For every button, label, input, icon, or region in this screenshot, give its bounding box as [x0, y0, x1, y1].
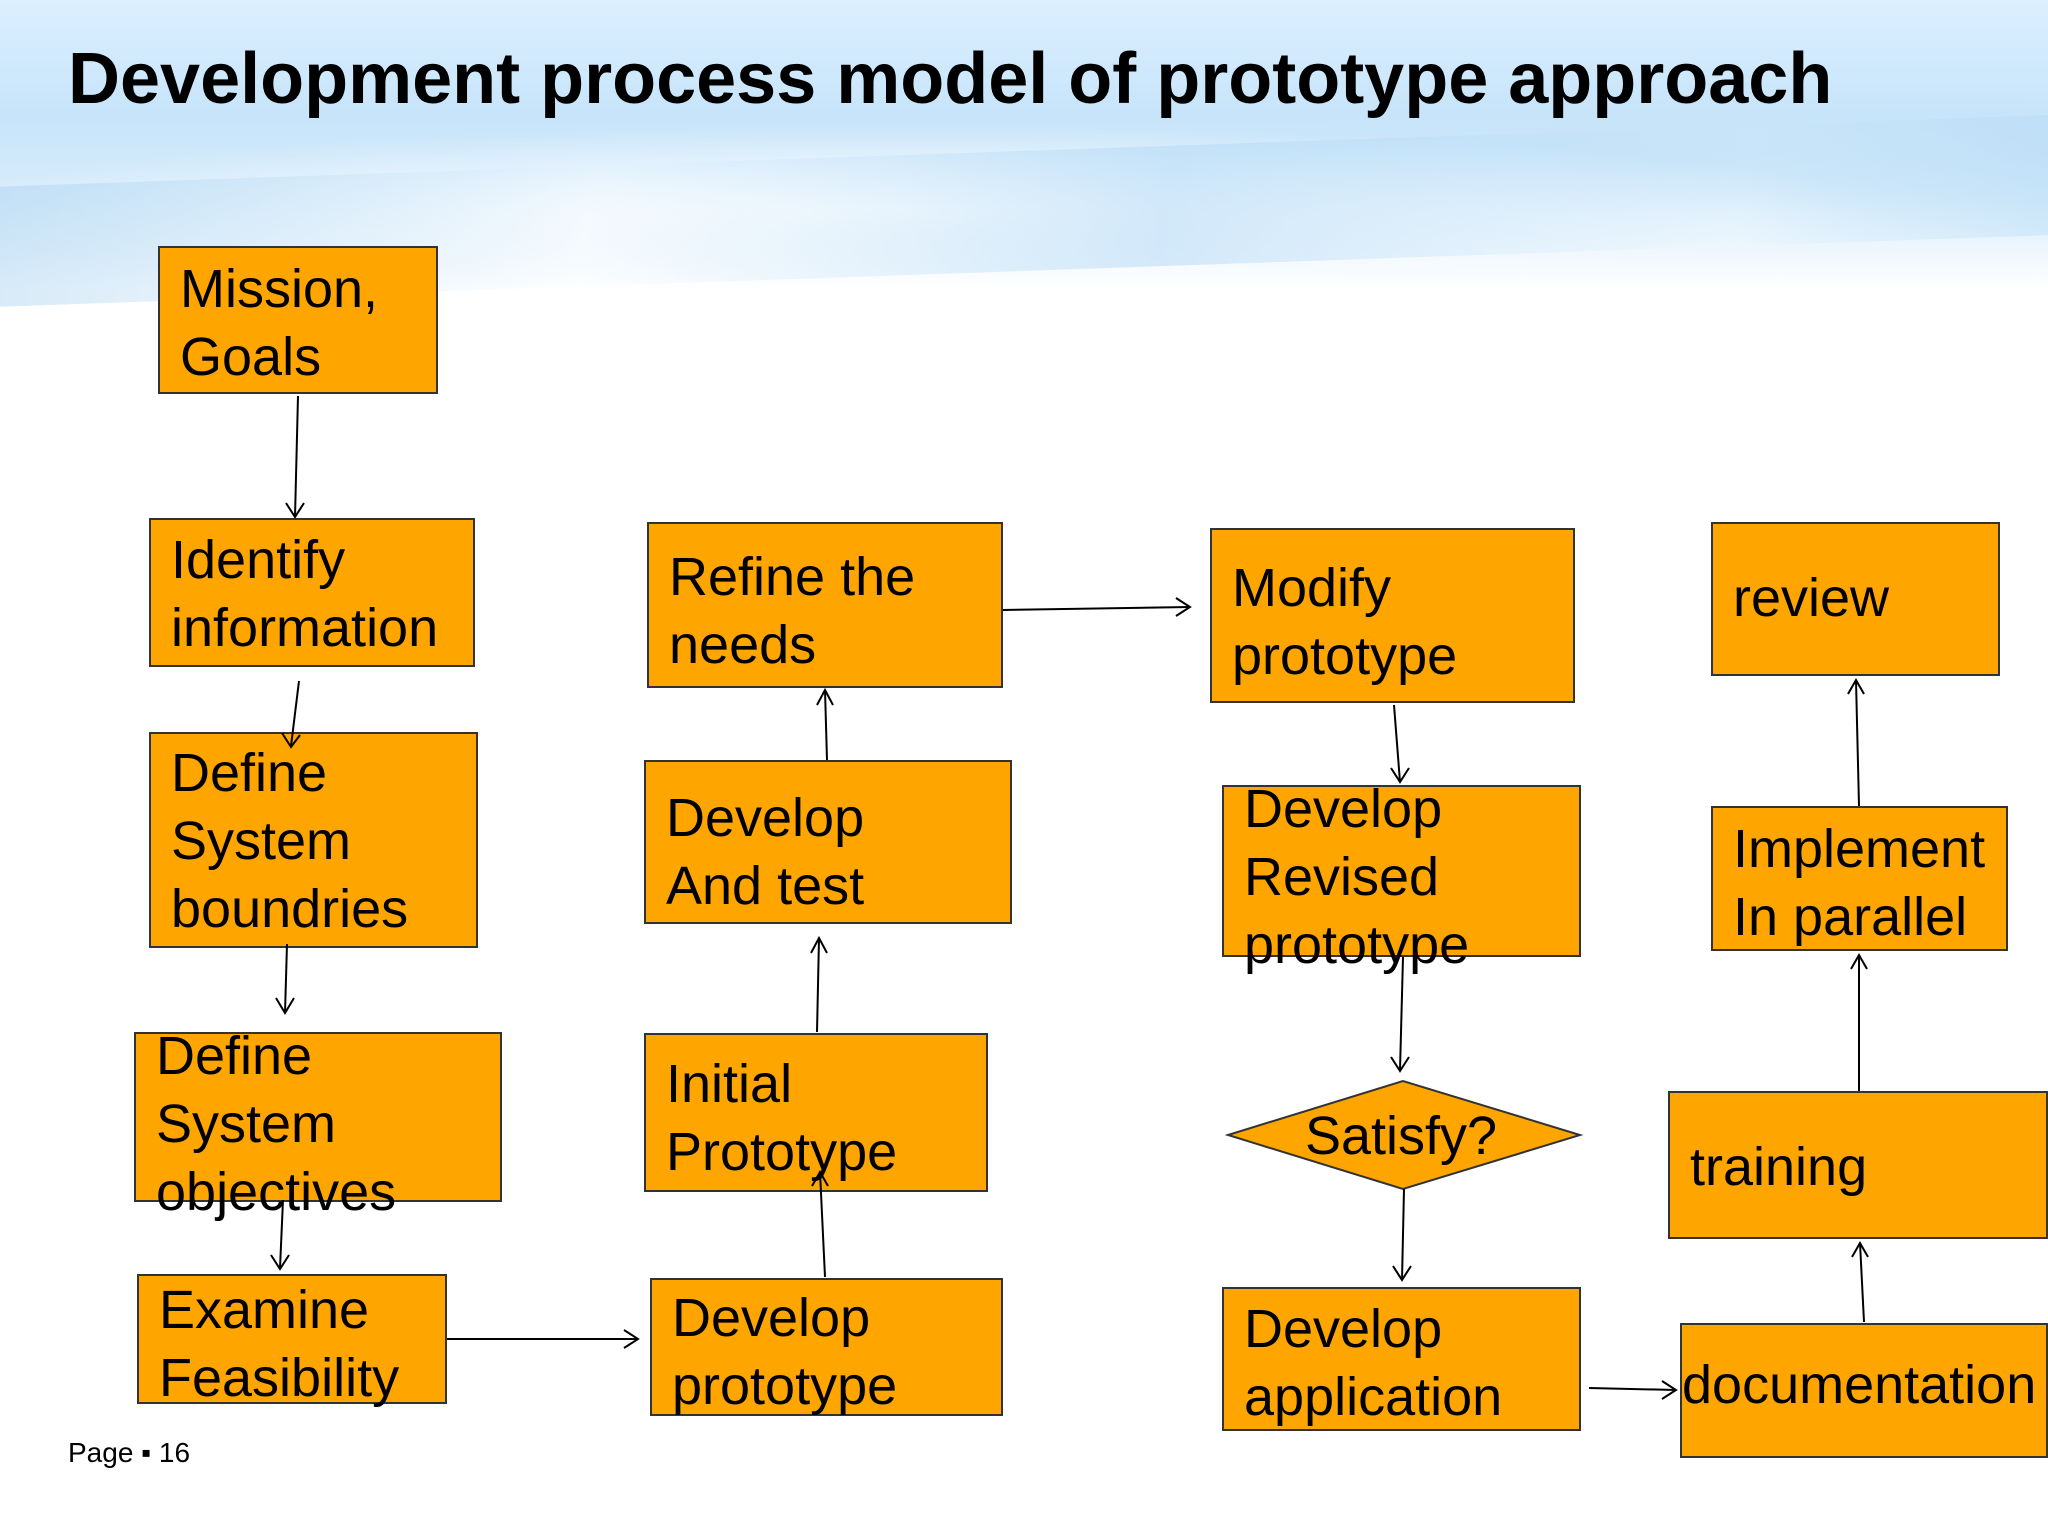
box-line: Develop	[666, 788, 865, 848]
box-line: System	[171, 811, 352, 871]
box-review: review	[1711, 522, 2000, 676]
box-line: Develop	[672, 1288, 871, 1348]
box-training: training	[1668, 1091, 2048, 1239]
arrow-lines	[270, 395, 1869, 1400]
box-line: prototype	[1232, 626, 1458, 686]
box-line: boundries	[171, 879, 409, 939]
box-develop-and-test: Develop And test	[644, 760, 1012, 924]
box-develop-revised-prototype: Develop Revised prototype	[1222, 779, 1581, 975]
page-number: Page ▪ 16	[68, 1437, 191, 1468]
box-line: prototype	[672, 1356, 898, 1416]
box-line: Mission,	[180, 259, 379, 319]
box-define-system-boundaries: Define System boundries	[149, 732, 478, 948]
box-line: In parallel	[1733, 887, 1968, 947]
box-line: System	[156, 1094, 337, 1154]
box-line: Define	[156, 1026, 313, 1086]
box-line: Refine the	[669, 547, 916, 607]
box-mission-goals: Mission, Goals	[158, 246, 438, 394]
box-line: And test	[666, 856, 865, 916]
box-line: Modify	[1232, 558, 1392, 618]
box-define-system-objectives: Define System objectives	[134, 1026, 502, 1222]
box-line: Prototype	[666, 1122, 898, 1182]
box-line: information	[171, 598, 439, 658]
box-line: review	[1733, 568, 1890, 628]
box-line: Goals	[180, 327, 322, 387]
box-line: Develop	[1244, 1299, 1443, 1359]
box-line: application	[1244, 1367, 1503, 1427]
box-modify-prototype: Modify prototype	[1210, 528, 1575, 703]
box-line: objectives	[156, 1162, 397, 1222]
box-line: prototype	[1244, 915, 1470, 975]
box-identify-information: Identify information	[149, 518, 475, 667]
box-line: Examine	[159, 1280, 370, 1340]
box-refine-the-needs: Refine the needs	[647, 522, 1003, 688]
decision-label: Satisfy?	[1305, 1106, 1498, 1166]
box-line: needs	[669, 615, 817, 675]
box-examine-feasibility: Examine Feasibility	[137, 1274, 447, 1408]
box-line: documentation	[1682, 1355, 2037, 1415]
box-line: Initial	[666, 1054, 793, 1114]
box-line: Develop	[1244, 779, 1443, 839]
box-line: training	[1690, 1137, 1868, 1197]
box-line: Feasibility	[159, 1348, 400, 1408]
box-documentation: documentation	[1680, 1323, 2048, 1458]
box-line: Revised	[1244, 847, 1440, 907]
box-develop-prototype: Develop prototype	[650, 1278, 1003, 1416]
box-line: Define	[171, 743, 328, 803]
box-initial-prototype: Initial Prototype	[644, 1033, 988, 1192]
box-develop-application: Develop application	[1222, 1287, 1581, 1431]
box-line: Implement	[1733, 819, 1986, 879]
slide-title: Development process model of prototype a…	[68, 39, 1833, 119]
box-line: Identify	[171, 530, 346, 590]
box-implement-in-parallel: Implement In parallel	[1711, 806, 2008, 951]
decision-diamond	[1224, 1079, 1584, 1191]
